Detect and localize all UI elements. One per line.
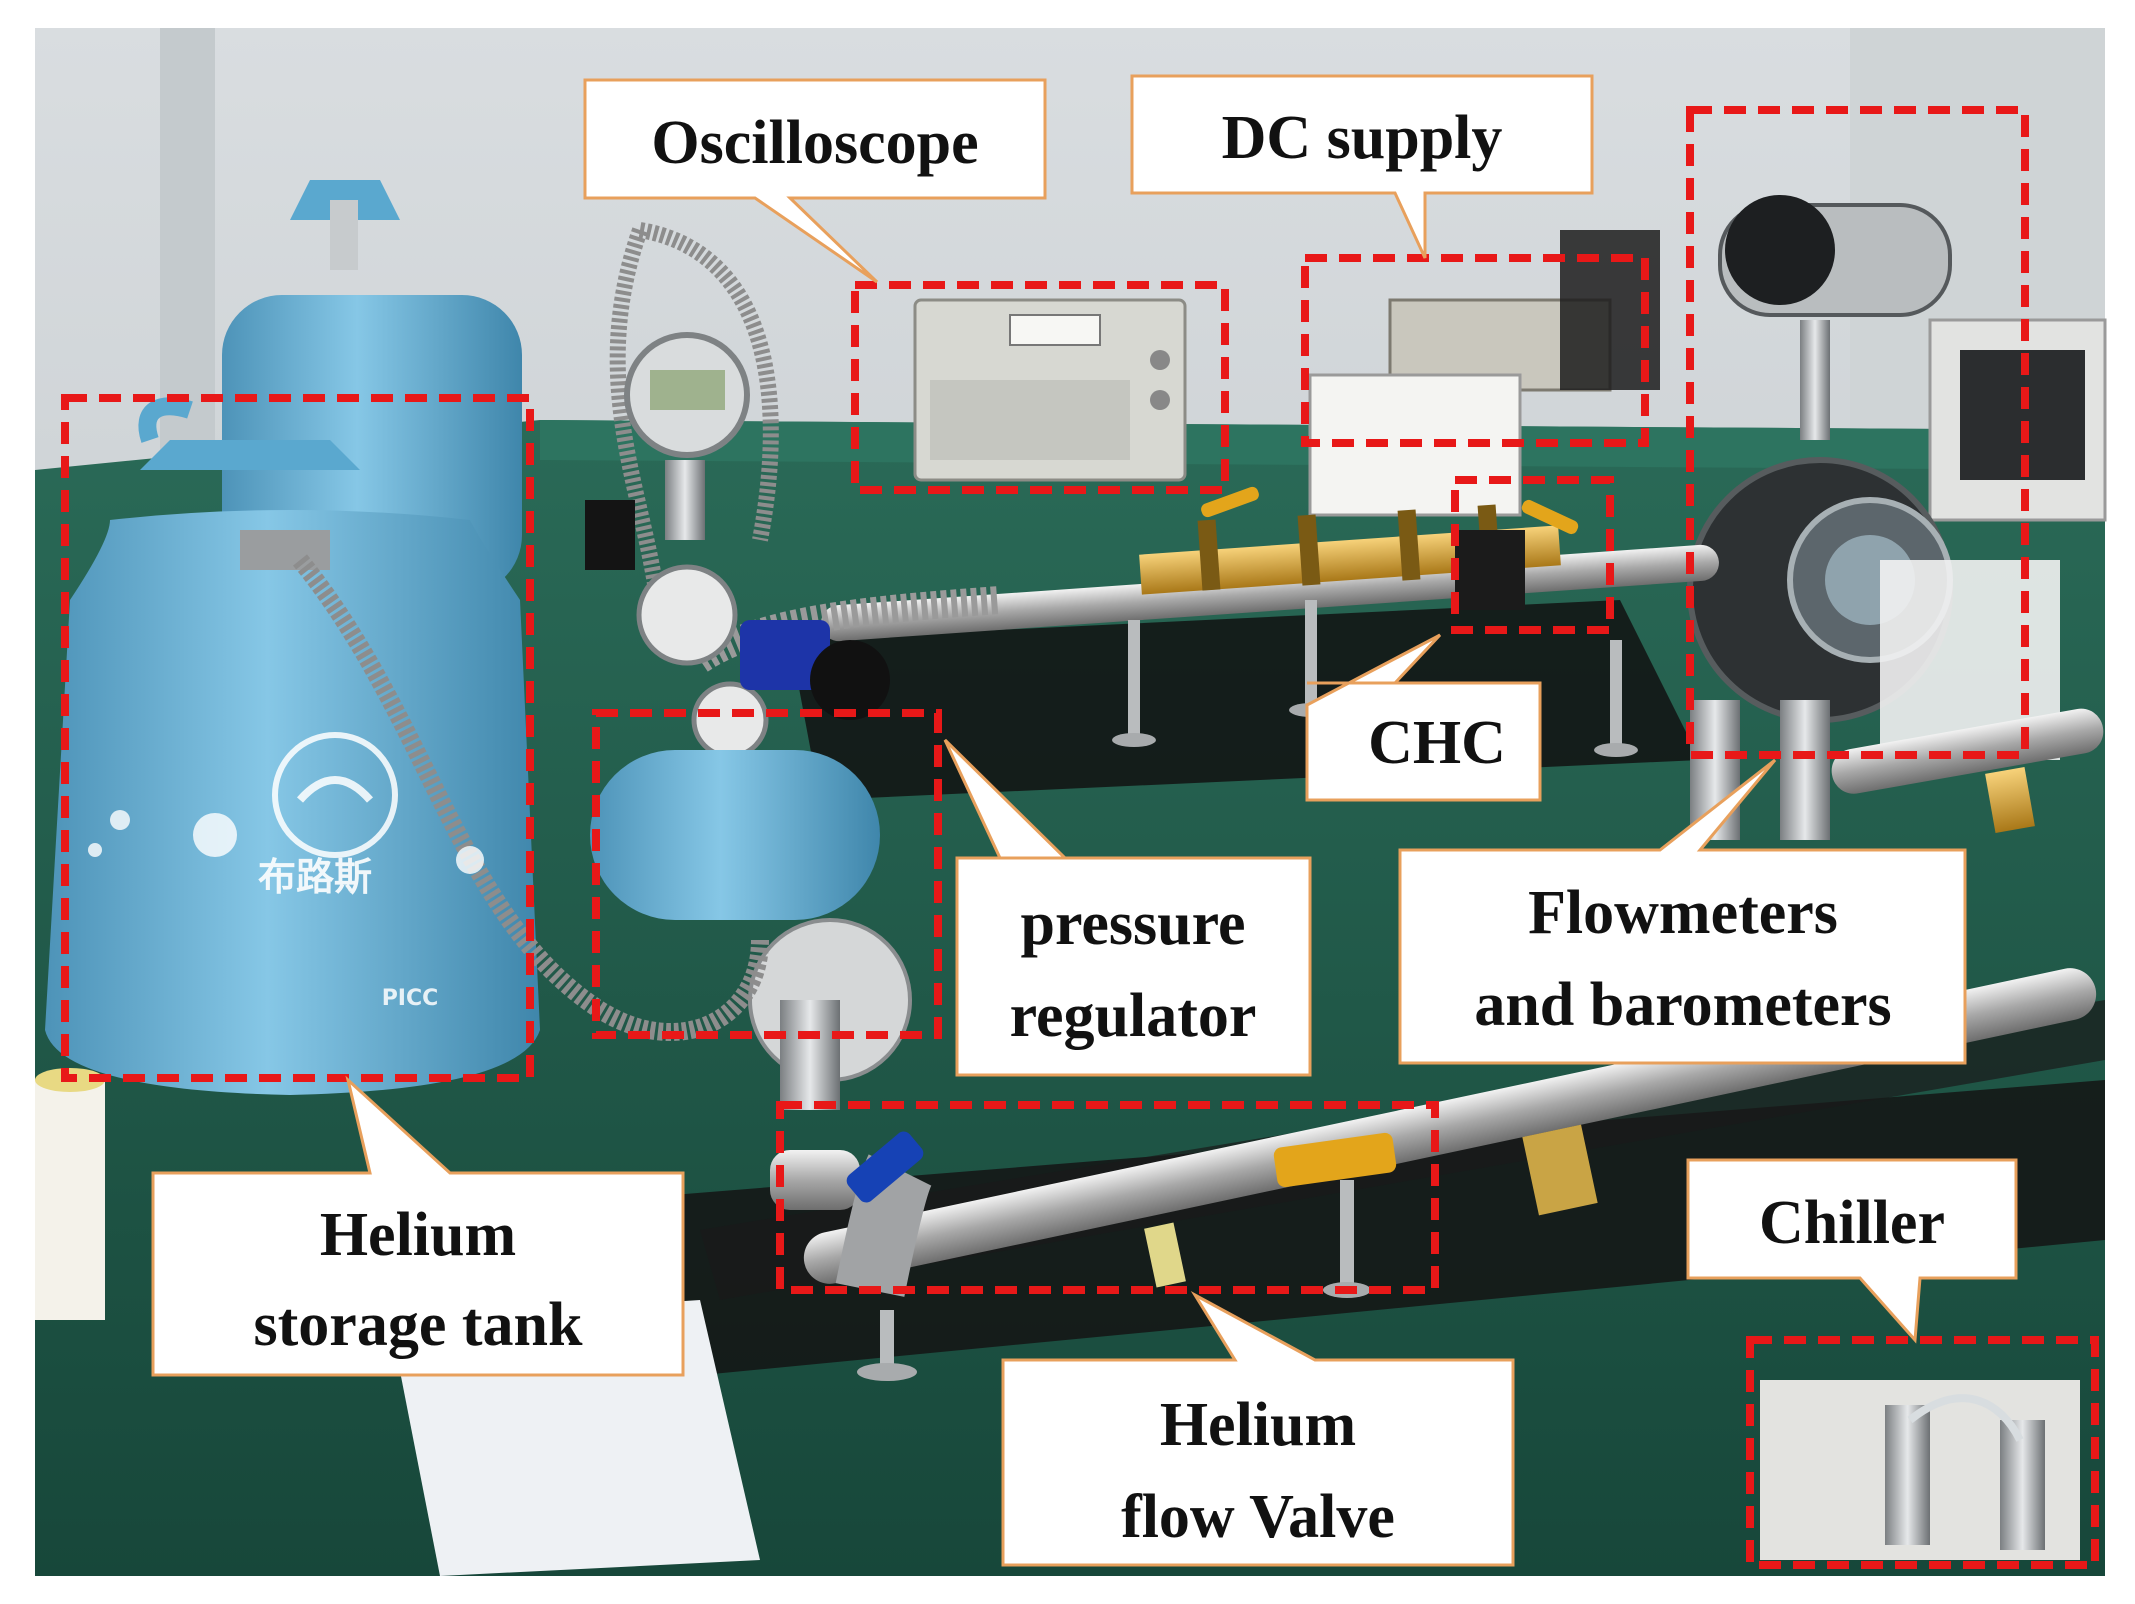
helium-tank-line2: storage tank [254,1291,583,1359]
highlight-flowmeters [1686,106,2029,759]
callout-pressure-regulator: pressure regulator [943,738,1312,1077]
pressure-gauge-assembly [585,222,890,759]
callout-helium-valve: Helium flow Valve [1001,1291,1515,1567]
oscilloscope-label: Oscilloscope [651,109,978,177]
chc-label: CHC [1368,709,1506,777]
pressure-regulator-line1: pressure [1020,890,1245,958]
flowmeter-device [1687,195,2060,840]
callout-oscilloscope: Oscilloscope [583,78,1047,284]
oscilloscope-device [913,298,1187,482]
highlight-chc [1451,476,1614,634]
callout-dc-supply: DC supply [1130,74,1594,259]
highlight-chiller [1746,1336,2099,1569]
callout-flowmeters: Flowmeters and barometers [1398,758,1967,1065]
tank-insurer-text: PICC [382,986,439,1011]
highlight-boxes [61,106,2099,1569]
callout-helium-tank: Helium storage tank [151,1075,685,1377]
pressure-regulator-line2: regulator [1010,982,1257,1050]
flowmeters-line1: Flowmeters [1528,879,1838,947]
chiller-unit [1760,1380,2080,1560]
highlight-helium-tank [61,394,534,1082]
highlight-pressure-regulator [592,709,942,1039]
helium-valve-line1: Helium [1160,1391,1356,1459]
helium-storage-tank: 布路斯 PICC [45,397,769,1095]
small-gas-cylinder [590,750,912,1110]
highlight-oscilloscope [851,281,1229,494]
highlight-helium-valve [776,1101,1439,1294]
monitor-screen [1928,318,2107,522]
dc-supply-label: DC supply [1222,104,1503,172]
highlight-dc-supply [1301,254,1649,447]
tank-brand-text: 布路斯 [258,855,372,899]
chiller-label: Chiller [1759,1189,1945,1257]
callout-chiller: Chiller [1686,1158,2018,1344]
helium-valve-line2: flow Valve [1121,1483,1395,1551]
flowmeters-line2: and barometers [1474,971,1891,1039]
callout-chc: CHC [1305,633,1542,802]
helium-tank-line1: Helium [320,1201,516,1269]
